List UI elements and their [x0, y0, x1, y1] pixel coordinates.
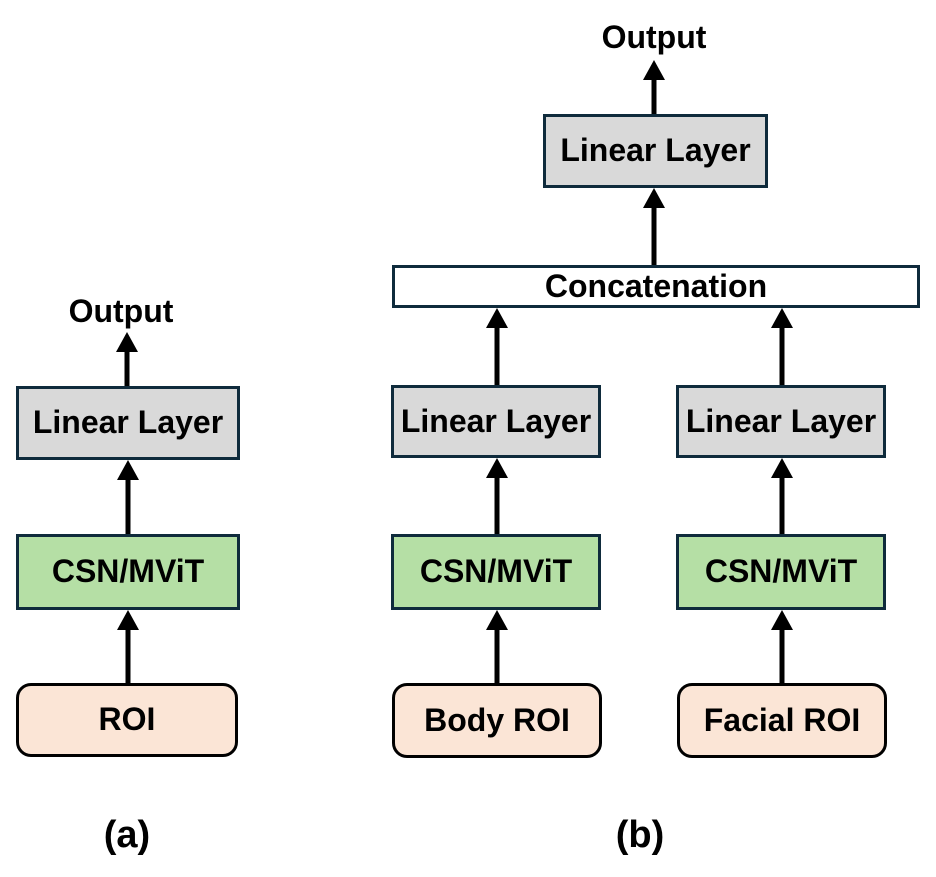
up-arrow-icon: [771, 308, 793, 385]
up-arrow-icon: [643, 60, 665, 114]
caption-a: (a): [103, 814, 151, 856]
top-linear-layer-box-b: Linear Layer: [543, 114, 768, 188]
up-arrow-icon: [771, 458, 793, 534]
linear-layer-box-body: Linear Layer: [391, 385, 601, 458]
roi-input-box-a: ROI: [16, 683, 238, 757]
roi-input-box-body: Body ROI: [392, 683, 602, 758]
linear-layer-box-a: Linear Layer: [16, 386, 240, 460]
caption-b: (b): [615, 814, 665, 856]
backbone-box-body: CSN/MViT: [391, 534, 601, 610]
backbone-box-facial: CSN/MViT: [676, 534, 886, 610]
up-arrow-icon: [643, 188, 665, 265]
concatenation-box: Concatenation: [392, 265, 920, 308]
output-label-b: Output: [601, 19, 707, 55]
up-arrow-icon: [771, 610, 793, 683]
linear-layer-box-facial: Linear Layer: [676, 385, 886, 458]
up-arrow-icon: [117, 460, 139, 534]
backbone-box-a: CSN/MViT: [16, 534, 240, 610]
up-arrow-icon: [486, 308, 508, 385]
roi-input-box-facial: Facial ROI: [677, 683, 887, 758]
up-arrow-icon: [486, 610, 508, 683]
up-arrow-icon: [116, 332, 138, 386]
up-arrow-icon: [117, 610, 139, 683]
output-label-a: Output: [68, 293, 174, 329]
up-arrow-icon: [486, 458, 508, 534]
